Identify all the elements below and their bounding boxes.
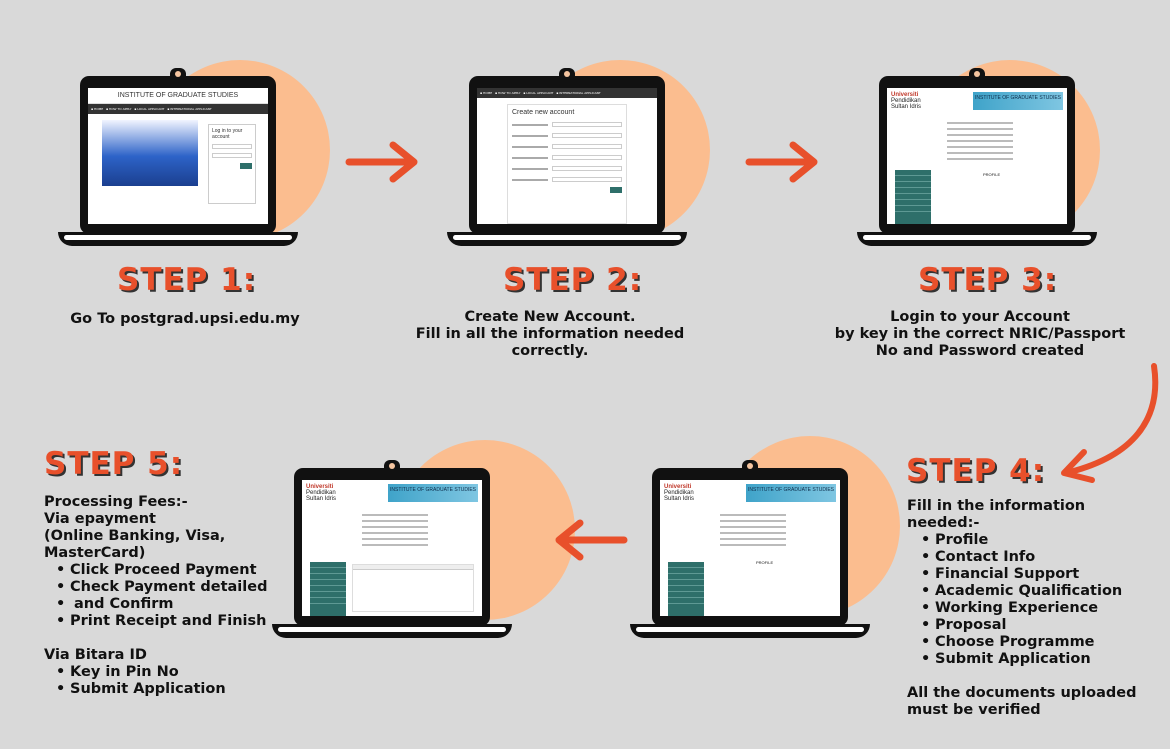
laptop-base [447, 232, 687, 246]
list-item: Working Experience [909, 600, 1157, 617]
webcam-icon [559, 68, 575, 80]
site-header: INSTITUTE OF GRADUATE STUDIES [88, 88, 268, 104]
payment-table [352, 564, 474, 612]
laptop-base [58, 232, 298, 246]
webcam-icon [384, 460, 400, 472]
step3-desc: Login to your Account by key in the corr… [834, 309, 1126, 359]
laptop-step4: Universiti Pendidikan Sultan Idris INSTI… [630, 460, 870, 638]
nav-bar: ▪ HOME ▪ HOW TO APPLY ▪ LOCAL APPLICANT … [88, 104, 268, 114]
step5-desc: Processing Fees:- Via epayment (Online B… [44, 494, 284, 698]
laptop-lid: Universiti Pendidikan Sultan Idris INSTI… [879, 68, 1075, 234]
laptop-step5: Universiti Pendidikan Sultan Idris INSTI… [272, 460, 512, 638]
laptop-lid: Universiti Pendidikan Sultan Idris INSTI… [652, 460, 848, 626]
step2-title: STEP 2: [503, 262, 643, 298]
laptop-step1: INSTITUTE OF GRADUATE STUDIES ▪ HOME ▪ H… [58, 68, 298, 246]
login-button [240, 163, 252, 169]
list-item-continued: and Confirm [44, 596, 284, 613]
list-item: Proposal [909, 617, 1157, 634]
arrow-right-icon [345, 141, 418, 183]
list-item: Check Payment detailed [44, 579, 284, 596]
laptop-lid: Universiti Pendidikan Sultan Idris INSTI… [294, 460, 490, 626]
submit-button [610, 187, 622, 193]
promo-poster-image [102, 120, 198, 186]
list-item: Print Receipt and Finish [44, 613, 284, 630]
arrow-right-icon [745, 141, 818, 183]
step5-title: STEP 5: [44, 446, 184, 482]
igs-banner: INSTITUTE OF GRADUATE STUDIES [388, 484, 478, 502]
step1-desc: Go To postgrad.upsi.edu.my [70, 311, 300, 327]
webcam-icon [969, 68, 985, 80]
laptop-base [857, 232, 1097, 246]
list-item: Profile [909, 532, 1157, 549]
username-field [212, 144, 252, 149]
list-item: Financial Support [909, 566, 1157, 583]
list-item: Choose Programme [909, 634, 1157, 651]
profile-lines [947, 118, 1057, 160]
epayment-steps: Click Proceed Payment Check Payment deta… [44, 562, 284, 630]
laptop-base [630, 624, 870, 638]
webcam-icon [170, 68, 186, 80]
bitara-title: Via Bitara ID [44, 647, 147, 663]
create-account-form: Create new account [507, 104, 627, 224]
screenshot-application: Universiti Pendidikan Sultan Idris INSTI… [660, 480, 840, 616]
curved-arrow-icon [1061, 363, 1159, 483]
laptop-lid: INSTITUTE OF GRADUATE STUDIES ▪ HOME ▪ H… [80, 68, 276, 234]
laptop-lid: ▪ HOME ▪ HOW TO APPLY ▪ LOCAL APPLICANT … [469, 68, 665, 234]
login-box: Log in to your account [208, 124, 256, 204]
step2-desc: Create New Account. Fill in all the info… [415, 309, 685, 359]
profile-label: PROFILE [983, 172, 1001, 177]
screenshot-payment: Universiti Pendidikan Sultan Idris INSTI… [302, 480, 482, 616]
create-heading: Create new account [512, 109, 575, 116]
payment-sidebar [310, 562, 346, 616]
list-item: Key in Pin No [44, 664, 284, 681]
uni-logo: Universiti Pendidikan Sultan Idris [891, 92, 922, 110]
screenshot-profile: Universiti Pendidikan Sultan Idris INSTI… [887, 88, 1067, 224]
list-item: Submit Application [909, 651, 1157, 668]
list-item: Submit Application [44, 681, 284, 698]
screenshot-create-account: ▪ HOME ▪ HOW TO APPLY ▪ LOCAL APPLICANT … [477, 88, 657, 224]
laptop-step2: ▪ HOME ▪ HOW TO APPLY ▪ LOCAL APPLICANT … [447, 68, 687, 246]
laptop-base [272, 624, 512, 638]
step4-title: STEP 4: [906, 453, 1046, 489]
uni-logo: Universiti Pendidikan Sultan Idris [664, 484, 695, 502]
list-item: Academic Qualification [909, 583, 1157, 600]
application-lines [720, 510, 830, 546]
step4-items: Profile Contact Info Financial Support A… [909, 532, 1157, 668]
nav-bar: ▪ HOME ▪ HOW TO APPLY ▪ LOCAL APPLICANT … [477, 88, 657, 98]
password-field [212, 153, 252, 158]
step1-title: STEP 1: [117, 262, 257, 298]
profile-sidebar [895, 170, 931, 224]
login-heading: Log in to your account [212, 128, 243, 140]
application-sidebar [668, 562, 704, 616]
igs-banner: INSTITUTE OF GRADUATE STUDIES [746, 484, 836, 502]
igs-banner: INSTITUTE OF GRADUATE STUDIES [973, 92, 1063, 110]
uni-logo: Universiti Pendidikan Sultan Idris [306, 484, 337, 502]
list-item: Click Proceed Payment [44, 562, 284, 579]
webcam-icon [742, 460, 758, 472]
step3-title: STEP 3: [918, 262, 1058, 298]
step4-desc: Fill in the information needed:- Profile… [907, 498, 1157, 719]
bitara-steps: Key in Pin No Submit Application [44, 664, 284, 698]
list-item: Contact Info [909, 549, 1157, 566]
laptop-step3: Universiti Pendidikan Sultan Idris INSTI… [857, 68, 1097, 246]
profile-label: PROFILE [756, 560, 774, 565]
screenshot-homepage: INSTITUTE OF GRADUATE STUDIES ▪ HOME ▪ H… [88, 88, 268, 224]
payment-lines [362, 510, 472, 546]
arrow-left-icon [555, 519, 628, 561]
